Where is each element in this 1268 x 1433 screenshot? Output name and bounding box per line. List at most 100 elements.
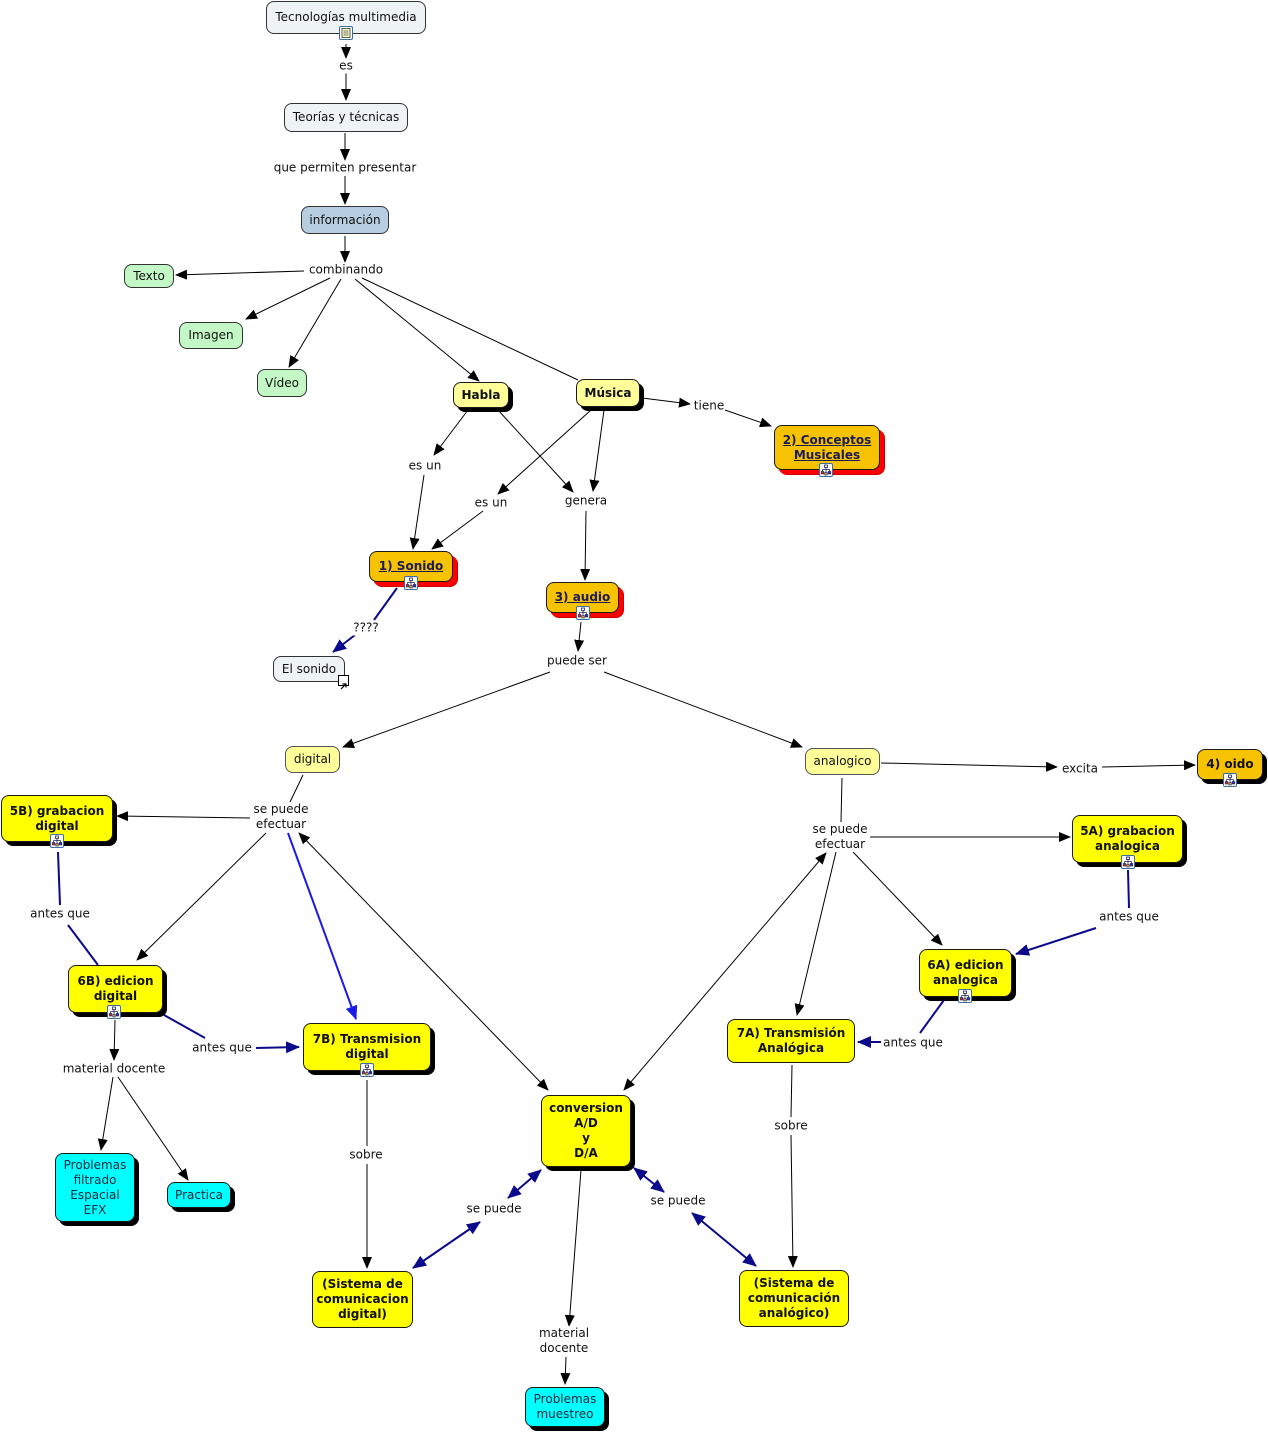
concept-label: información	[309, 212, 381, 227]
link-se-puede-efectuar: se puede efectuar	[252, 802, 310, 832]
link-es: es	[338, 58, 354, 74]
concept-label: (Sistema de comunicación analógico)	[747, 1276, 841, 1320]
concept-conceptos-musicales[interactable]: 2) Conceptos Musicales	[774, 425, 880, 470]
link-se-puede: se puede	[649, 1193, 707, 1209]
edge	[790, 1064, 793, 1118]
concept-teorias-tecnicas[interactable]: Teorías y técnicas	[284, 103, 408, 132]
edge	[852, 851, 943, 946]
concept-label: 5A) grabacion analogica	[1080, 824, 1175, 853]
edge	[724, 409, 772, 428]
concept-label: 7B) Transmision digital	[312, 1032, 422, 1061]
concept-map-icon[interactable]	[404, 576, 418, 590]
edge	[109, 1019, 120, 1061]
concept-imagen[interactable]: Imagen	[179, 322, 243, 349]
concept-map-icon[interactable]	[1223, 773, 1237, 787]
concept-label: digital	[293, 752, 332, 766]
edge	[288, 278, 342, 368]
edge	[880, 761, 1058, 772]
concept-grabacion-digital[interactable]: 5B) grabacion digital	[1, 795, 113, 842]
concept-video[interactable]: Vídeo	[257, 369, 307, 397]
concept-label: (Sistema de comunicacion digital)	[316, 1277, 409, 1321]
edge	[787, 1134, 798, 1268]
edge	[794, 851, 837, 1016]
concept-label: Problemas muestreo	[533, 1392, 597, 1421]
concept-label: 6B) edicion digital	[77, 974, 154, 1003]
edge-blue	[57, 851, 61, 906]
external-link-icon[interactable]	[338, 675, 349, 690]
concept-problemas-filtrado[interactable]: Problemas filtrado Espacial EFX	[55, 1153, 135, 1222]
edge-blue	[163, 1014, 206, 1039]
concept-map-icon[interactable]	[107, 1005, 121, 1019]
link-antes-que: antes que	[191, 1040, 253, 1056]
concept-label: 4) oido	[1206, 757, 1254, 771]
document-icon[interactable]	[339, 26, 353, 40]
link-interrogacion: ????	[352, 620, 380, 636]
concept-analogico[interactable]: analogico	[805, 748, 880, 775]
concept-label: conversion A/D y D/A	[549, 1101, 623, 1160]
concept-label: 5B) grabacion digital	[9, 803, 105, 833]
edge	[560, 1356, 571, 1385]
concept-informacion[interactable]: información	[301, 206, 389, 234]
edge-blue	[332, 634, 356, 653]
edge	[361, 277, 579, 381]
link-material-docente: material docente	[537, 1326, 591, 1356]
link-sobre: sobre	[348, 1147, 384, 1163]
concept-musica[interactable]: Música	[576, 379, 640, 407]
link-antes-que: antes que	[29, 906, 91, 922]
edge-blue	[507, 1169, 542, 1199]
concept-habla[interactable]: Habla	[453, 382, 509, 408]
concept-problemas-muestreo[interactable]: Problemas muestreo	[525, 1387, 605, 1427]
concept-map-icon[interactable]	[958, 989, 972, 1003]
edge	[433, 409, 469, 456]
edge	[574, 621, 585, 652]
concept-label: 2) Conceptos Musicales	[782, 432, 872, 462]
concept-map-icon[interactable]	[576, 606, 590, 620]
concept-sistema-digital[interactable]: (Sistema de comunicacion digital)	[312, 1271, 413, 1328]
edge	[342, 671, 551, 748]
concept-texto[interactable]: Texto	[124, 264, 174, 288]
concept-label: Música	[584, 385, 632, 400]
concept-map-icon[interactable]	[50, 834, 64, 848]
concept-grabacion-analogica[interactable]: 5A) grabacion analogica	[1072, 815, 1183, 863]
concept-label: El sonido	[281, 661, 337, 676]
edge-blue	[919, 999, 945, 1034]
concept-el-sonido[interactable]: El sonido	[273, 656, 345, 682]
concept-map-icon[interactable]	[360, 1063, 374, 1077]
concept-oido[interactable]: 4) oido	[1197, 749, 1263, 780]
link-tiene: tiene	[692, 398, 726, 414]
link-antes-que: antes que	[1098, 909, 1160, 925]
link-combinando: combinando	[307, 262, 385, 278]
concept-practica[interactable]: Practica	[167, 1182, 231, 1208]
edge-blue	[1015, 927, 1097, 956]
link-puede-ser: puede ser	[546, 653, 608, 669]
edge	[175, 269, 305, 280]
concept-label: Imagen	[188, 328, 234, 342]
concept-label: analogico	[813, 754, 872, 768]
edge	[298, 832, 549, 1091]
concept-label: 3) audio	[554, 590, 611, 604]
concept-map-icon[interactable]	[819, 463, 833, 477]
link-es-un: es un	[407, 458, 443, 474]
edge	[580, 510, 591, 581]
edge	[409, 474, 425, 550]
concept-conversion[interactable]: conversion A/D y D/A	[541, 1095, 631, 1167]
concept-map-icon[interactable]	[1121, 855, 1135, 869]
edge	[97, 1076, 114, 1151]
link-es-un: es un	[473, 495, 509, 511]
edge	[245, 277, 331, 320]
link-excita: excita	[1060, 761, 1100, 777]
edge	[589, 409, 605, 492]
edge	[564, 1169, 582, 1327]
concept-label: Vídeo	[265, 375, 299, 390]
concept-label: Habla	[461, 387, 501, 402]
concept-sistema-analogico[interactable]: (Sistema de comunicación analógico)	[739, 1270, 849, 1327]
link-que-permiten: que permiten presentar	[272, 160, 418, 176]
concept-transmision-analogica[interactable]: 7A) Transmisión Analógica	[727, 1019, 855, 1063]
edge-blue	[67, 924, 99, 966]
link-sobre: sobre	[773, 1118, 809, 1134]
concept-digital[interactable]: digital	[285, 746, 340, 773]
edge	[497, 409, 592, 495]
edge	[623, 852, 827, 1091]
edge	[116, 811, 251, 822]
